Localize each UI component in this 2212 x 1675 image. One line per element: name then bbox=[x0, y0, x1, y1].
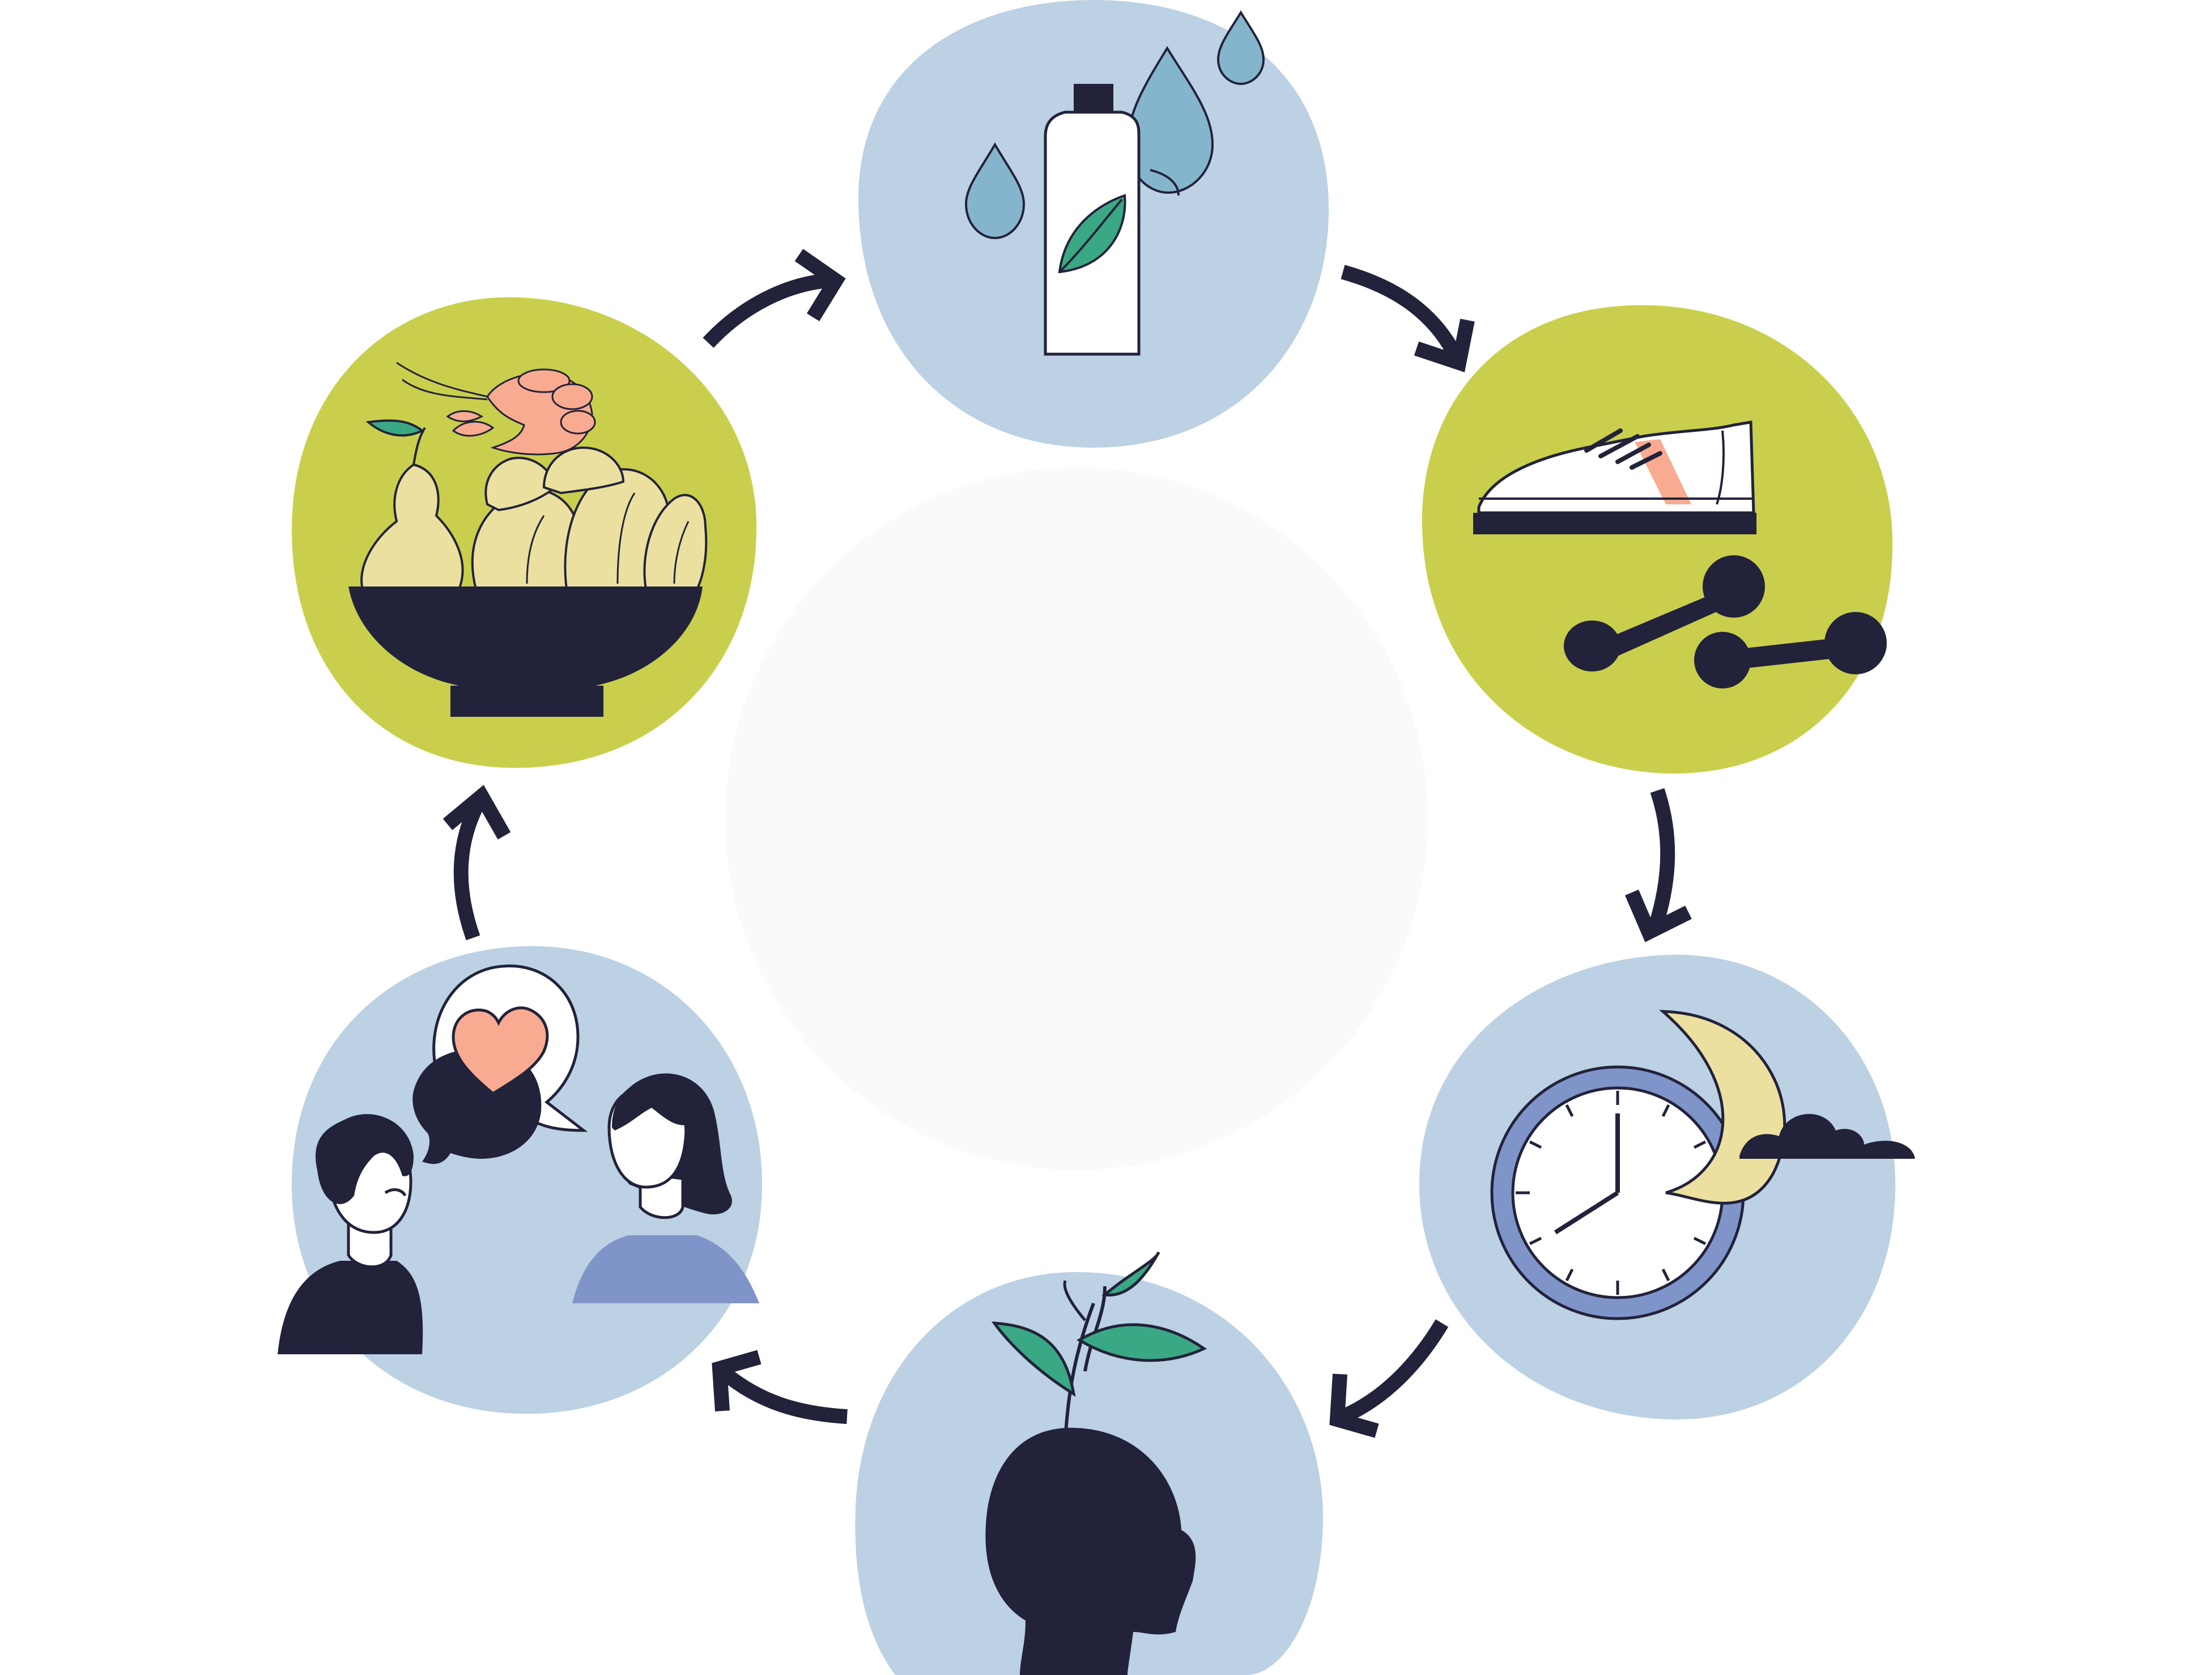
node-sleep bbox=[1419, 954, 1915, 1420]
center-faint-circle bbox=[725, 467, 1428, 1170]
clock-moon-icon bbox=[1490, 1010, 1915, 1320]
arrow-exercise-to-sleep bbox=[1625, 788, 1692, 942]
cycle-arrows bbox=[443, 249, 1692, 1438]
arrow-mental-growth-to-social bbox=[712, 1350, 848, 1424]
conversation-heart-icon bbox=[278, 964, 759, 1354]
food-bowl-icon bbox=[348, 362, 708, 717]
arrow-sleep-to-mental-growth bbox=[1329, 1319, 1449, 1438]
arrow-social-to-nutrition bbox=[443, 785, 511, 941]
sneaker-dumbbells-icon bbox=[1473, 420, 1887, 688]
head-sprout-icon bbox=[985, 1251, 1207, 1675]
node-mental-growth bbox=[855, 1251, 1324, 1675]
water-bottle-icon bbox=[964, 10, 1265, 356]
node-hydration bbox=[858, 0, 1329, 448]
arrow-hydration-to-exercise bbox=[1341, 265, 1475, 372]
node-social-connection bbox=[278, 946, 763, 1414]
arrow-nutrition-to-hydration bbox=[703, 249, 846, 348]
node-nutrition bbox=[292, 297, 757, 768]
exercise-circle bbox=[1422, 305, 1893, 774]
node-exercise bbox=[1422, 305, 1893, 774]
